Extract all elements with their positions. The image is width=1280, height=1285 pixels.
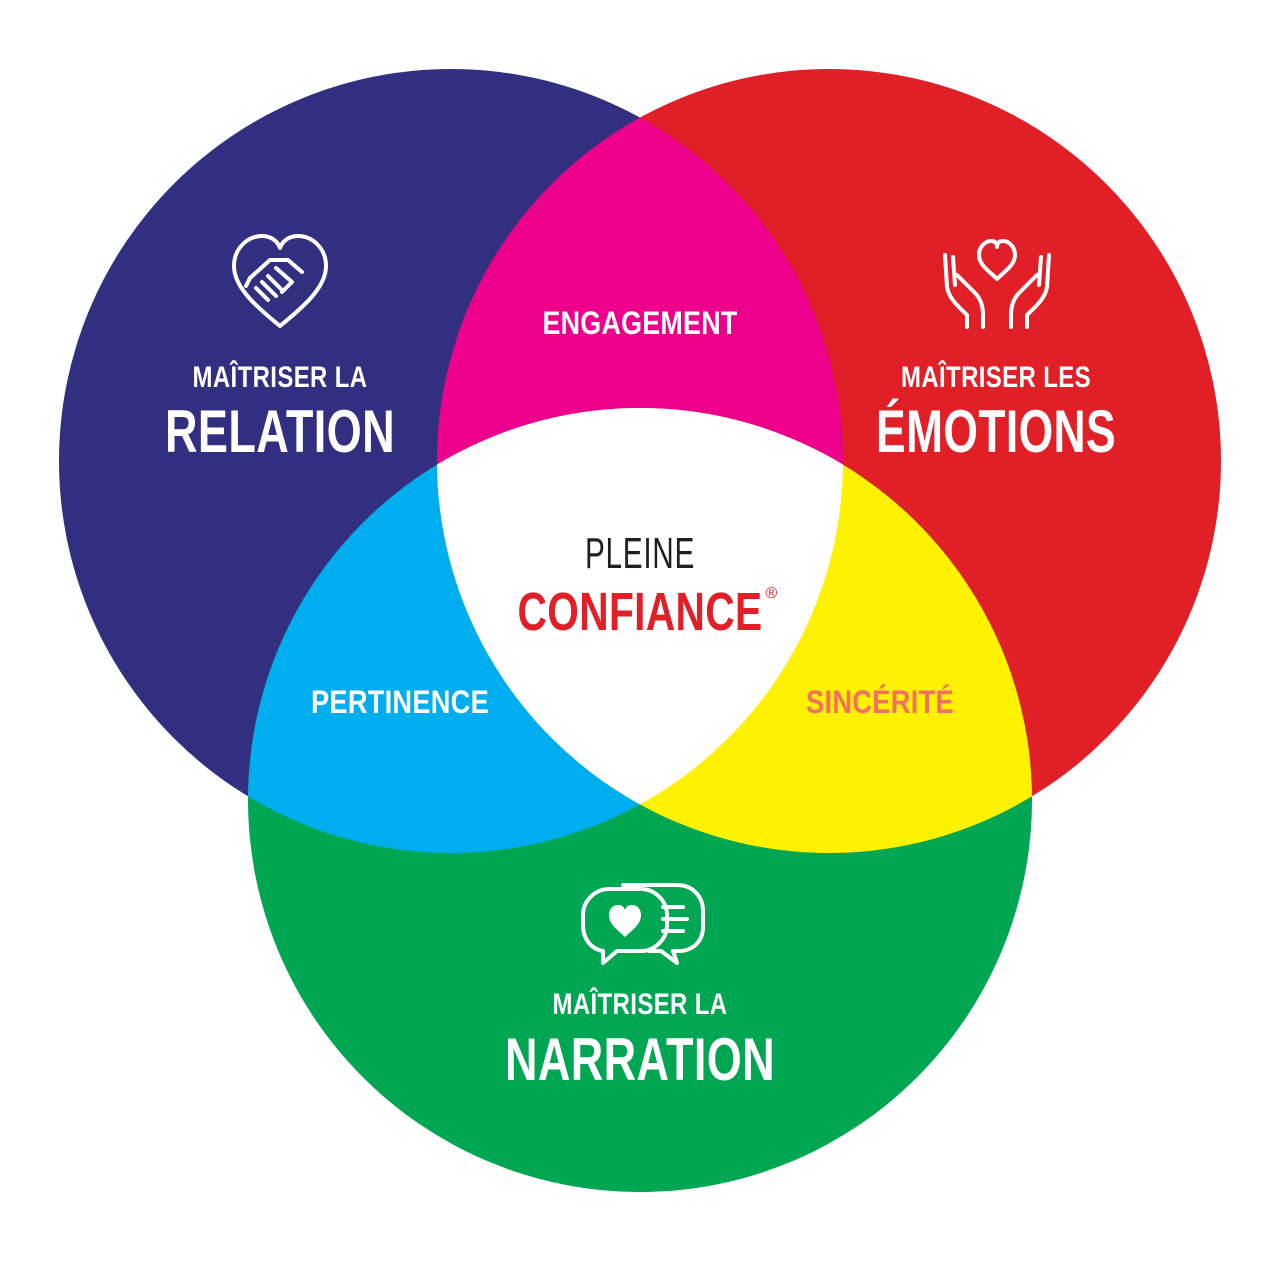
- hands-heart-icon: [943, 239, 1051, 329]
- narration-line1: MAÎTRISER LA: [553, 987, 728, 1021]
- emotions-line1: MAÎTRISER LES: [901, 360, 1091, 394]
- center-line1: PLEINE: [585, 529, 695, 578]
- chat-bubbles-heart-icon: [581, 883, 705, 965]
- handshake-heart-icon: [232, 234, 328, 328]
- center-line2: CONFIANCE: [518, 582, 763, 642]
- engagement-label: ENGAGEMENT: [543, 305, 738, 341]
- emotions-line2: ÉMOTIONS: [876, 398, 1116, 465]
- pertinence-label: PERTINENCE: [311, 684, 489, 720]
- relation-line1: MAÎTRISER LA: [193, 360, 368, 394]
- relation-line2: RELATION: [165, 398, 395, 465]
- narration-line2: NARRATION: [505, 1026, 775, 1093]
- sincerite-label: SINCÉRITÉ: [806, 684, 954, 720]
- registered-mark: ®: [766, 585, 778, 602]
